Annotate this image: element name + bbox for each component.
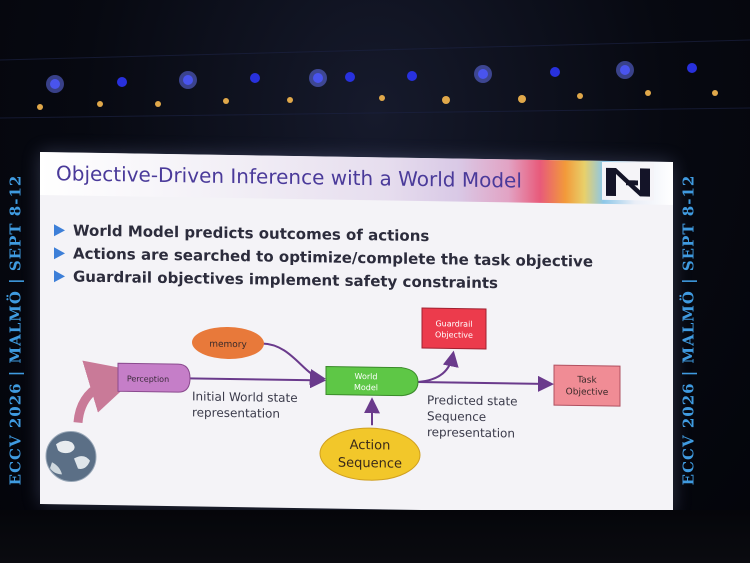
task-label-line2: Objective [566,387,609,398]
world-model-label-line2: Model [354,383,378,392]
predicted-state-label-line3: representation [427,425,515,440]
arrow-input-to-perception [73,360,142,424]
action-sequence-node: Action Sequence [319,427,421,481]
world-model-node: World Model [325,365,419,397]
guardrail-objective-node: Guardrail Objective [421,307,487,350]
action-label-line1: Action [350,438,391,454]
memory-node: memory [192,326,264,359]
world-model-diagram: memory Perception World Model Guardrail … [45,307,621,482]
predicted-state-label-line2: Sequence [427,409,486,424]
world-model-label-line1: World [355,372,378,381]
initial-state-label-line1: Initial World state [192,389,298,405]
guardrail-label-line2: Objective [435,330,473,340]
earth-globe-icon [45,430,97,482]
guardrail-label-line1: Guardrail [435,319,472,329]
slide-header: Objective-Driven Inference with a World … [40,152,673,205]
memory-label: memory [209,340,247,351]
arrow-perception-to-world-model [188,372,326,389]
task-objective-node: Task Objective [553,364,621,407]
action-label-line2: Sequence [338,456,402,472]
presentation-slide: Objective-Driven Inference with a World … [40,152,673,514]
initial-state-label-line2: representation [192,405,280,420]
perception-label: Perception [127,374,169,384]
logo-icon [602,161,654,201]
stage-floor [0,510,750,563]
task-label-line1: Task [576,375,597,385]
lighting-rig [0,39,750,119]
predicted-state-label-line1: Predicted state [427,393,518,408]
perception-node: Perception [117,362,191,393]
arrow-world-model-to-task [418,375,554,392]
arrow-memory-to-world-model [261,342,326,385]
